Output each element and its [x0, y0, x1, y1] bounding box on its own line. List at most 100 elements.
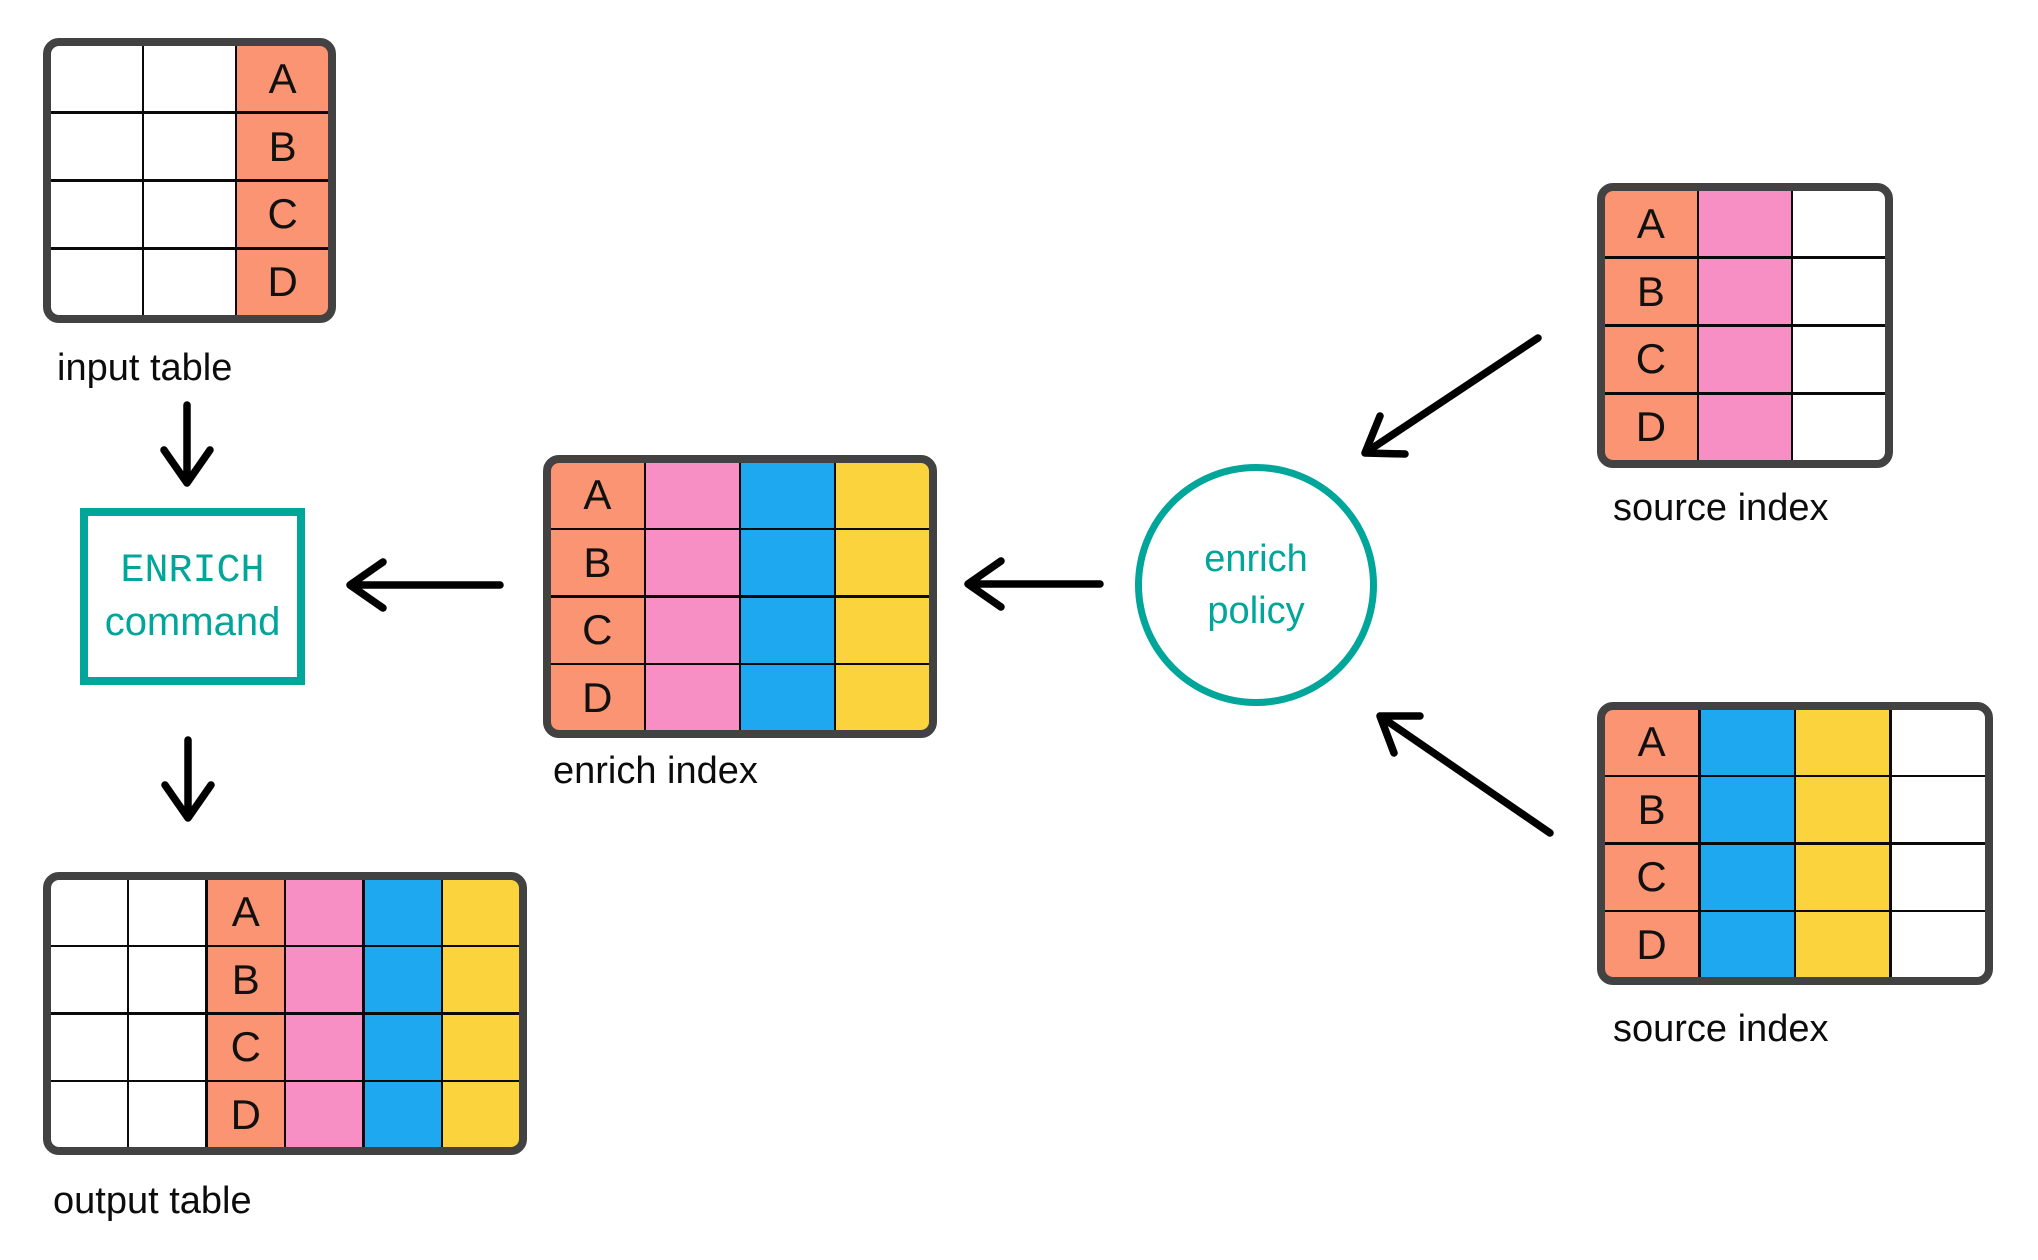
table-cell: [364, 947, 441, 1013]
table-cell: [1891, 844, 1985, 910]
table-cell: B: [1605, 777, 1699, 843]
table-cell: [836, 463, 929, 528]
table-cell: [51, 113, 142, 180]
table-cell: [1891, 777, 1985, 843]
table-cell: A: [237, 46, 328, 112]
cell-letter: A: [268, 54, 297, 102]
table-cell: [1793, 191, 1885, 257]
table-cell: D: [1605, 912, 1699, 977]
enrich-command-word: command: [104, 599, 281, 644]
table-cell: [129, 1082, 206, 1147]
table-cell: [1793, 394, 1885, 460]
table-cell: [1699, 191, 1791, 257]
table-cell: C: [237, 181, 328, 248]
output-table-label: output table: [53, 1180, 252, 1222]
table-cell: [1793, 258, 1885, 325]
table-cell: [286, 1014, 363, 1080]
table-cell: [144, 249, 235, 315]
enrich-command-keyword: ENRICH: [120, 548, 265, 594]
source-index-bottom-label: source index: [1613, 1008, 1829, 1050]
table-cell: [1796, 912, 1890, 977]
table-cell: [646, 530, 739, 596]
enrich-policy-line1: enrich: [1204, 538, 1308, 580]
table-cell: A: [551, 463, 644, 528]
cell-letter: B: [1637, 785, 1666, 833]
table-cell: [1891, 912, 1985, 977]
table-cell: [1796, 844, 1890, 910]
cell-letter: B: [583, 538, 612, 586]
enrich-command-box: ENRICH command: [80, 508, 305, 685]
table-cell: [741, 530, 834, 596]
enrich-policy-circle: enrich policy: [1135, 464, 1377, 706]
cell-letter: C: [1635, 335, 1667, 383]
table-cell: B: [551, 530, 644, 596]
table-cell: [442, 947, 519, 1013]
table-cell: D: [237, 249, 328, 315]
cell-letter: D: [1635, 403, 1667, 451]
table-cell: [646, 463, 739, 528]
input-table-label: input table: [57, 347, 233, 389]
table-cell: [286, 1082, 363, 1147]
cell-letter: B: [231, 955, 260, 1003]
arrow-policy-to-enrich-index: [964, 557, 1104, 611]
table-cell: [144, 46, 235, 112]
table-cell: [51, 1014, 127, 1080]
cell-letter: D: [1636, 920, 1667, 968]
table-cell: C: [207, 1014, 284, 1080]
table-cell: [129, 880, 206, 945]
table-cell: [51, 880, 127, 945]
table-cell: C: [1605, 844, 1699, 910]
table-cell: B: [237, 113, 328, 180]
table-cell: [286, 947, 363, 1013]
table-cell: A: [207, 880, 284, 945]
table-cell: B: [207, 947, 284, 1013]
arrow-source-bottom-to-policy: [1376, 712, 1554, 837]
table-cell: [1796, 777, 1890, 843]
table-cell: [144, 113, 235, 180]
cell-letter: D: [582, 673, 613, 721]
table-cell: [646, 665, 739, 730]
cell-letter: A: [1637, 718, 1666, 766]
table-cell: [1793, 326, 1885, 393]
table-cell: [286, 880, 363, 945]
table-cell: [1699, 258, 1791, 325]
table-cell: [364, 1082, 441, 1147]
table-cell: [1700, 710, 1794, 775]
cell-letter: B: [268, 122, 297, 170]
table-cell: C: [551, 597, 644, 663]
table-cell: [51, 947, 127, 1013]
table-cell: [646, 597, 739, 663]
source-index-top-label: source index: [1613, 487, 1829, 529]
table-cell: [442, 1014, 519, 1080]
cell-letter: C: [582, 606, 613, 654]
table-cell: [51, 249, 142, 315]
arrow-input-to-command: [160, 401, 214, 487]
table-cell: [836, 530, 929, 596]
cell-letter: C: [267, 190, 298, 238]
cell-letter: D: [230, 1090, 261, 1138]
arrow-command-to-output: [161, 736, 215, 822]
table-cell: [741, 463, 834, 528]
cell-letter: A: [1636, 199, 1665, 247]
table-cell: [1700, 912, 1794, 977]
table-cell: A: [1605, 710, 1699, 775]
table-cell: D: [207, 1082, 284, 1147]
table-cell: [1699, 326, 1791, 393]
table-cell: [1891, 710, 1985, 775]
table-cell: [1796, 710, 1890, 775]
table-cell: [741, 597, 834, 663]
table-cell: [144, 181, 235, 248]
cell-letter: A: [583, 471, 612, 519]
enrich-policy-line2: policy: [1207, 590, 1305, 632]
table-cell: D: [1605, 394, 1697, 460]
arrow-enrich-index-to-command: [346, 558, 504, 612]
table-cell: [1700, 777, 1794, 843]
table-cell: [51, 1082, 127, 1147]
cell-letter: C: [1636, 853, 1667, 901]
table-cell: D: [551, 665, 644, 730]
table-cell: [442, 1082, 519, 1147]
table-cell: [364, 880, 441, 945]
